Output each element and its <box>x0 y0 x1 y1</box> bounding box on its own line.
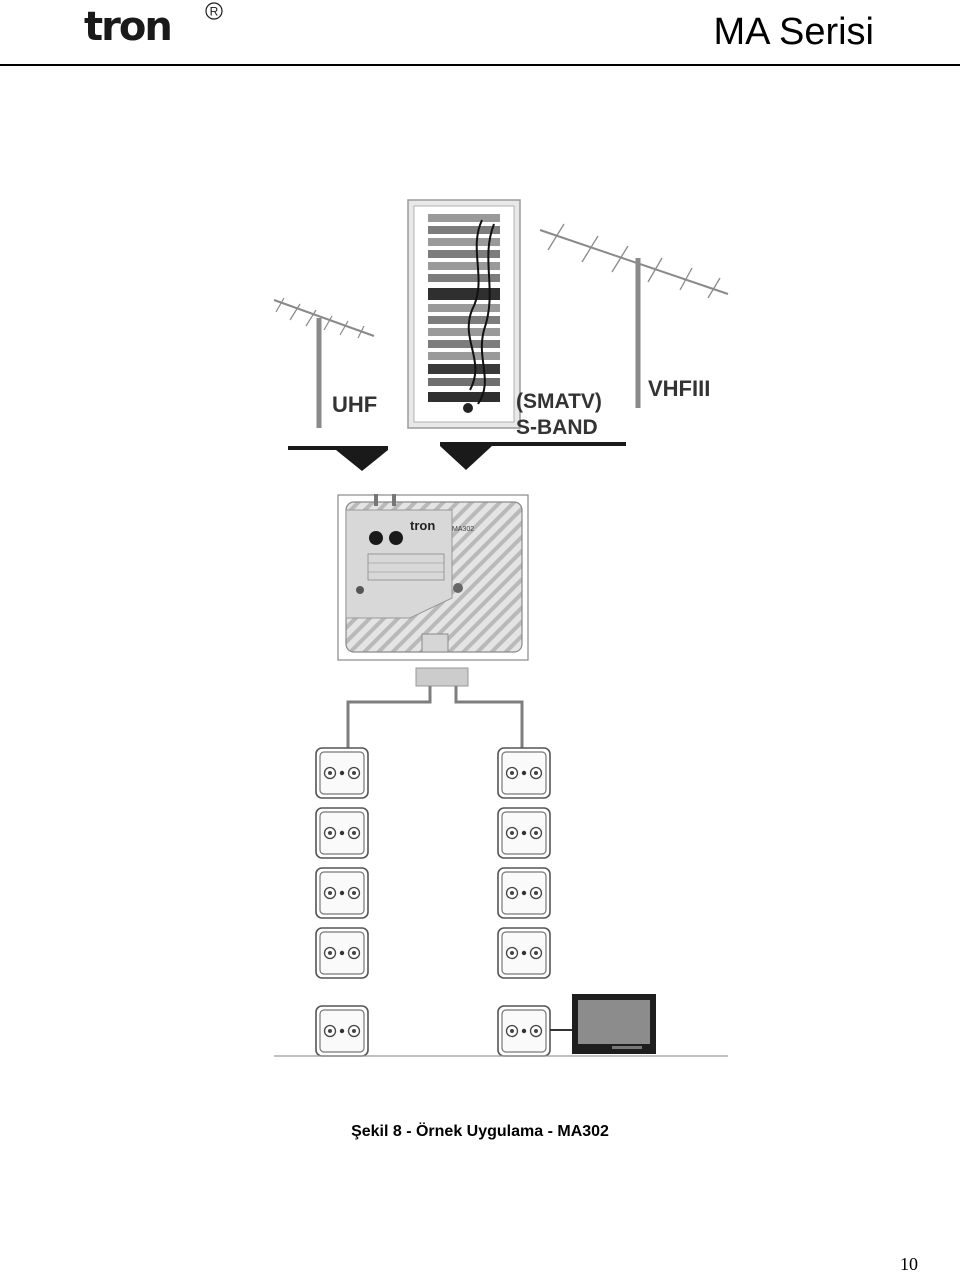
headend-rack-icon <box>407 199 521 429</box>
registered-mark-icon <box>205 2 223 20</box>
tv-outlet-icon <box>315 867 369 919</box>
header-divider <box>0 64 960 66</box>
input-arrows <box>288 442 626 471</box>
smatv-label: (SMATV) <box>516 390 602 413</box>
uhf-antenna-icon <box>273 297 375 428</box>
tv-outlet-icon <box>315 1005 369 1057</box>
logo-text: tron <box>84 4 171 50</box>
uhf-label: UHF <box>332 392 377 417</box>
tv-outlet-icon <box>497 867 551 919</box>
registered-mark: R <box>210 5 219 19</box>
application-diagram: UHF (SMATV) S-BAND VHFIII tron MA302 <box>273 199 729 1057</box>
distribution-cables <box>346 686 524 750</box>
tv-outlet-icon <box>315 807 369 859</box>
tv-outlet-icon <box>497 747 551 799</box>
splitter-icon <box>415 667 469 687</box>
page-number: 10 <box>900 1254 918 1274</box>
vhf-label: VHFIII <box>648 376 710 401</box>
tv-outlet-icon <box>497 807 551 859</box>
figure-caption: Şekil 8 - Örnek Uygulama - MA302 <box>351 1123 609 1140</box>
amplifier-model: MA302 <box>452 526 474 533</box>
vhf-antenna-icon <box>539 223 729 408</box>
s-band-label: S-BAND <box>516 416 598 439</box>
uhf-input-arrow-icon <box>336 450 388 471</box>
page-header: tron R MA Serisi <box>0 0 960 66</box>
tv-outlet-icon <box>315 927 369 979</box>
tv-outlet-icon <box>497 1005 551 1057</box>
amplifier-brand: tron <box>410 518 435 533</box>
tron-logo: tron R <box>84 2 223 50</box>
ma302-amplifier: tron MA302 <box>337 494 529 661</box>
television-icon <box>572 994 656 1054</box>
tv-outlet-icon <box>315 747 369 799</box>
tv-outlet-icon <box>497 927 551 979</box>
vhf-input-arrow-icon <box>440 446 492 470</box>
series-title: MA Serisi <box>713 11 874 53</box>
